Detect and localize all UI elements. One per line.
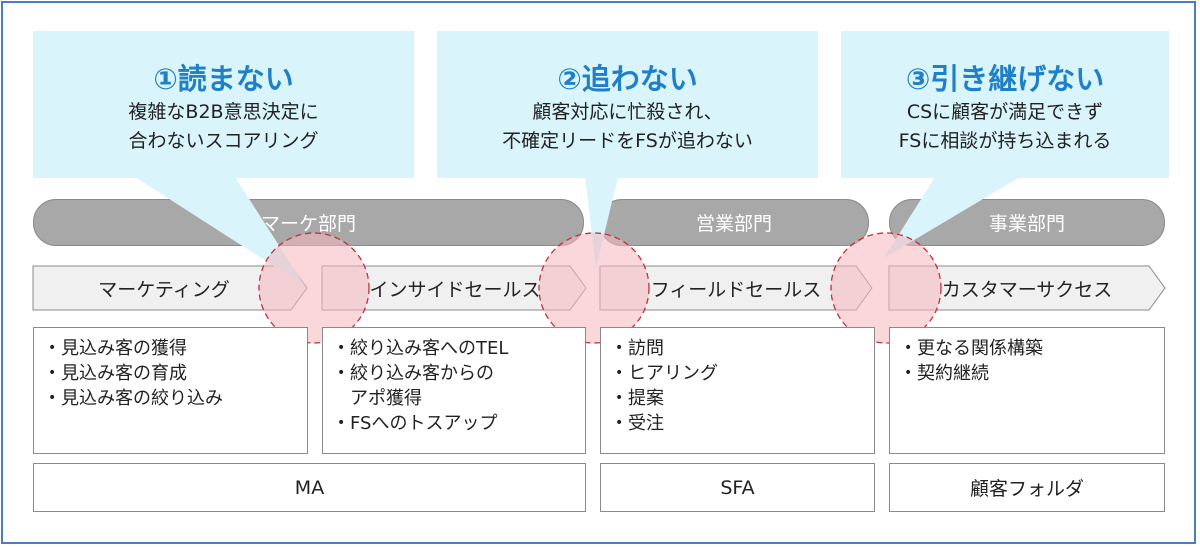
department-sales: 営業部門: [599, 199, 869, 246]
handoff-circle-1: [258, 232, 370, 344]
activity-box-inside-sales: 絞り込み客へのTEL 絞り込み客からの アポ獲得 FSへのトスアップ: [322, 327, 586, 454]
callout-2-text: 顧客対応に忙殺され、 不確定リードをFSが追わない: [502, 101, 753, 152]
callout-1: ①読まない 複雑なB2B意思決定に 合わないスコアリング: [33, 31, 414, 178]
list-item: 見込み客の獲得: [48, 336, 223, 361]
list-item: ヒアリング: [615, 361, 718, 386]
list-item: FSへのトスアップ: [337, 411, 508, 436]
callout-2-title: ②追わない: [557, 62, 698, 96]
callout-1-tail: [135, 177, 305, 286]
callout-1-title: ①読まない: [153, 62, 294, 96]
list-item: 見込み客の絞り込み: [48, 386, 223, 411]
list-item: 提案: [615, 386, 718, 411]
list-item: 絞り込み客へのTEL: [337, 336, 508, 361]
activity-box-customer-success: 更なる関係構築 契約継続: [889, 327, 1165, 454]
tool-customer-folder: 顧客フォルダ: [889, 463, 1165, 512]
callout-1-text: 複雑なB2B意思決定に 合わないスコアリング: [128, 101, 319, 152]
callout-3: ③引き継げない CSに顧客が満足できず FSに相談が持ち込まれる: [841, 31, 1169, 178]
list-item: 受注: [615, 411, 718, 436]
handoff-circle-2: [538, 232, 650, 344]
callout-3-tail: [884, 177, 1020, 258]
callout-3-text: CSに顧客が満足できず FSに相談が持ち込まれる: [898, 101, 1112, 152]
handoff-highlights: [258, 232, 942, 344]
stage-chevrons: [32, 265, 1166, 311]
activity-box-marketing: 見込み客の獲得 見込み客の育成 見込み客の絞り込み: [33, 327, 308, 454]
list-item: 契約継続: [904, 361, 1043, 386]
list-item: 更なる関係構築: [904, 336, 1043, 361]
list-item: 見込み客の育成: [48, 361, 223, 386]
list-item: 訪問: [615, 336, 718, 361]
activity-box-field-sales: 訪問 ヒアリング 提案 受注: [600, 327, 875, 454]
handoff-circle-3: [830, 232, 942, 344]
tool-ma: MA: [33, 463, 586, 512]
tool-sfa: SFA: [600, 463, 875, 512]
list-item: 絞り込み客からの アポ獲得: [337, 361, 508, 411]
callout-2: ②追わない 顧客対応に忙殺され、 不確定リードをFSが追わない: [437, 31, 818, 178]
callout-3-title: ③引き継げない: [905, 62, 1105, 96]
